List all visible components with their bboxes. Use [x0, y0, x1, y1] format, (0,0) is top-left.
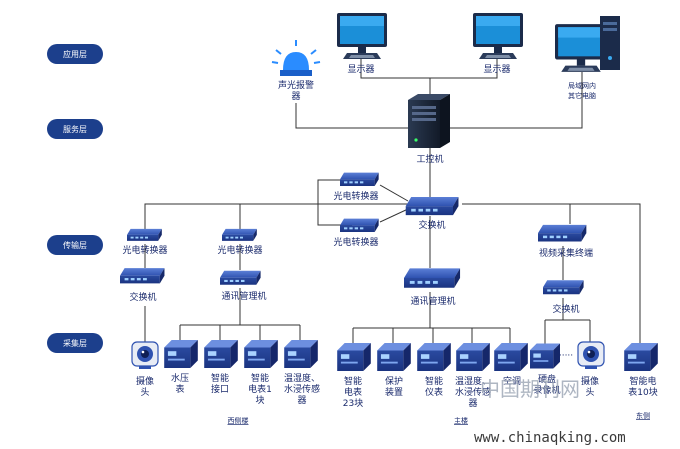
temp-sensor-west-label-1: 温湿度、 — [284, 372, 320, 384]
smart-meter-1-icon — [244, 340, 278, 368]
smart-instrument-icon — [417, 343, 451, 371]
smart-port-icon — [204, 340, 238, 368]
connection-lines — [144, 58, 641, 345]
switch-left-label: 交换机 — [129, 291, 156, 303]
alarm-siren-icon — [271, 40, 321, 76]
meter-1-label-2: 电表1 — [248, 383, 272, 395]
camera-left-icon — [131, 341, 159, 370]
comm-mgr-main-label: 通讯管理机 — [410, 295, 455, 307]
lan-pc-icon — [555, 16, 620, 72]
temp-sensor-main-icon — [456, 343, 490, 371]
layer-collect-pill: 采集层 — [47, 333, 103, 353]
ipc-label: 工控机 — [416, 153, 443, 165]
meter-10-label-2: 表10块 — [628, 386, 657, 398]
watermark-brand: 中国期刊网 — [480, 377, 580, 401]
video-terminal-icon — [538, 224, 587, 242]
oe-mid-label: 光电转换器 — [333, 236, 378, 248]
svg-text:采集层: 采集层 — [63, 338, 87, 348]
temp-sensor-main-label-1: 温湿度、 — [455, 375, 491, 387]
alarm-label-1: 声光报警 — [278, 79, 314, 91]
svg-text:应用层: 应用层 — [63, 49, 87, 59]
oe-left-device-icon — [127, 228, 162, 241]
protection-label-2: 装置 — [385, 386, 403, 398]
group-main-label: 主楼 — [454, 416, 468, 425]
comm-mgr-left-icon — [220, 270, 261, 285]
meter-23-label-1: 智能 — [344, 375, 362, 387]
layer-application-pill: 应用层 — [47, 44, 103, 64]
protection-device-icon — [377, 343, 411, 371]
video-terminal-label: 视频采集终端 — [539, 247, 593, 259]
oe-left2-device-icon — [222, 228, 257, 241]
dvr-label-1: 硬盘 — [538, 373, 556, 385]
svg-text:服务层: 服务层 — [63, 124, 87, 134]
temp-sensor-west-icon — [284, 340, 318, 368]
camera-right-icon — [577, 341, 605, 370]
smart-port-label-1: 智能 — [211, 372, 229, 384]
oe-left2-label: 光电转换器 — [217, 244, 262, 256]
temp-sensor-main-label-2: 水浸传感 — [455, 386, 491, 398]
alarm-label-2: 器 — [291, 91, 300, 102]
display-2-label: 显示器 — [483, 64, 510, 75]
camera-left-label-2: 头 — [140, 387, 149, 398]
lan-pc-label-1: 局域网内 — [568, 81, 596, 90]
group-east-label: 东侧 — [636, 411, 650, 420]
smart-meter-23-icon — [337, 343, 371, 371]
meter-23-label-2: 电表 — [344, 386, 362, 398]
oe-mid-device-icon — [340, 218, 379, 232]
air-conditioner-icon — [494, 343, 528, 371]
display-1-icon — [337, 13, 387, 59]
camera-right-label-2: 头 — [585, 387, 594, 398]
main-switch-icon — [405, 197, 459, 216]
water-pressure-meter-icon — [164, 340, 198, 368]
temp-sensor-west-label-3: 器 — [297, 395, 306, 406]
layer-transport-pill: 传输层 — [47, 235, 103, 255]
switch-right-label: 交换机 — [552, 303, 579, 315]
industrial-computer-server-icon — [408, 94, 450, 148]
switch-right-icon — [543, 280, 584, 295]
ellipsis-dots: ····· — [559, 351, 573, 361]
main-switch-label: 交换机 — [418, 219, 445, 231]
dvr-label-2: 录像机 — [533, 384, 560, 396]
water-meter-label-1: 水压 — [171, 372, 189, 384]
smart-port-label-2: 接口 — [211, 383, 229, 395]
camera-left-label-1: 摄像 — [136, 375, 154, 387]
meter-23-label-3: 23块 — [343, 397, 363, 409]
comm-mgr-main-icon — [404, 268, 461, 288]
comm-mgr-left-label: 通讯管理机 — [221, 290, 266, 302]
meter-1-label-1: 智能 — [251, 372, 269, 384]
instrument-label-1: 智能 — [425, 375, 443, 387]
display-2-icon — [473, 13, 523, 59]
meter-1-label-3: 块 — [255, 394, 264, 406]
watermark-url: www.chinaqking.com — [474, 430, 626, 446]
instrument-label-2: 仪表 — [425, 386, 443, 398]
lan-pc-label-2: 其它电脑 — [568, 91, 596, 100]
svg-text:传输层: 传输层 — [63, 240, 87, 250]
temp-sensor-main-label-3: 器 — [468, 398, 477, 409]
smart-meter-10-icon — [624, 343, 658, 371]
temp-sensor-west-label-2: 水浸传感 — [284, 383, 320, 395]
switch-left-icon — [120, 268, 165, 284]
protection-label-1: 保护 — [385, 375, 403, 387]
aircon-label: 空调 — [503, 375, 521, 387]
oe-left-label: 光电转换器 — [122, 244, 167, 256]
oe-top-label: 光电转换器 — [333, 190, 378, 202]
display-1-label: 显示器 — [347, 64, 374, 75]
dvr-icon — [530, 343, 560, 369]
oe-top-device-icon — [340, 172, 379, 186]
group-west-label: 西侧楼 — [228, 416, 249, 425]
camera-right-label-1: 摄像 — [581, 375, 599, 387]
meter-10-label-1: 智能电 — [629, 375, 656, 387]
water-meter-label-2: 表 — [175, 383, 184, 395]
layer-service-pill: 服务层 — [47, 119, 103, 139]
